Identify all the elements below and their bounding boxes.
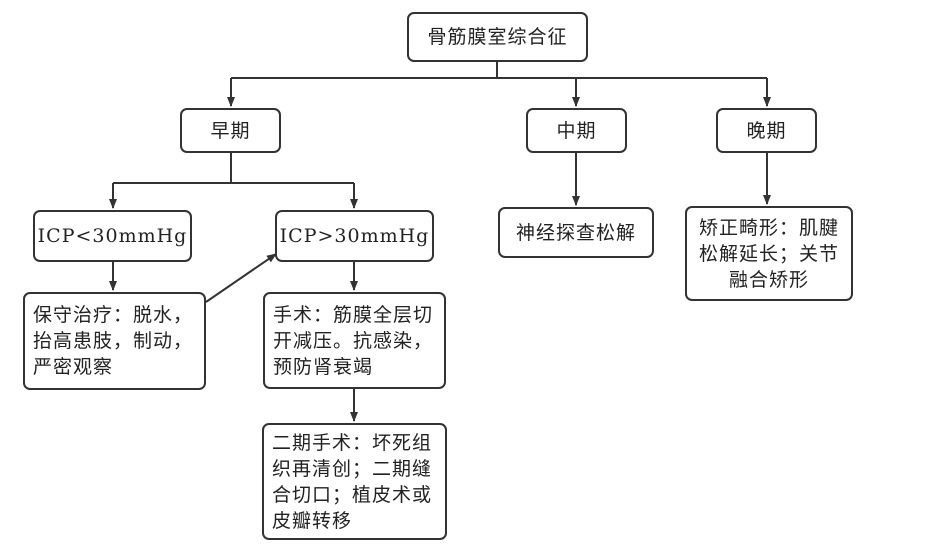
node-early: 早期 <box>180 108 281 153</box>
node-second-surgery: 二期手术：坏死组 织再清创；二期缝 合切口；植皮术或 皮瓣转移 <box>262 423 447 540</box>
node-icp-high: ICP>30mmHg <box>275 210 434 262</box>
node-deformity-correction: 矫正畸形：肌腱 松解延长；关节 融合矫形 <box>685 206 853 301</box>
edge-conservative-icphigh <box>205 253 277 303</box>
node-root: 骨筋膜室综合征 <box>407 12 588 62</box>
node-conservative-label: 保守治疗：脱水， 抬高患肢，制动， 严密观察 <box>33 304 194 378</box>
node-early-label: 早期 <box>210 119 251 142</box>
node-deformity-label: 矫正畸形：肌腱 松解延长；关节 融合矫形 <box>698 216 839 291</box>
node-late: 晚期 <box>716 108 817 153</box>
node-icp-high-label: ICP>30mmHg <box>279 225 430 247</box>
node-nerve-exploration: 神经探查松解 <box>498 207 654 258</box>
node-nerve-label: 神经探查松解 <box>515 221 636 244</box>
node-root-label: 骨筋膜室综合征 <box>427 26 568 48</box>
node-surgery-label: 手术：筋膜全层切 开减压。抗感染， 预防肾衰竭 <box>273 303 434 378</box>
node-icp-low-label: ICP<30mmHg <box>37 225 188 247</box>
node-late-label: 晚期 <box>746 119 787 142</box>
node-icp-low: ICP<30mmHg <box>33 210 192 262</box>
node-conservative-treatment: 保守治疗：脱水， 抬高患肢，制动， 严密观察 <box>23 292 206 390</box>
node-second-surgery-label: 二期手术：坏死组 织再清创；二期缝 合切口；植皮术或 皮瓣转移 <box>272 431 433 532</box>
node-middle: 中期 <box>526 108 627 153</box>
node-middle-label: 中期 <box>556 119 597 142</box>
node-surgery: 手术：筋膜全层切 开减压。抗感染， 预防肾衰竭 <box>263 292 446 389</box>
